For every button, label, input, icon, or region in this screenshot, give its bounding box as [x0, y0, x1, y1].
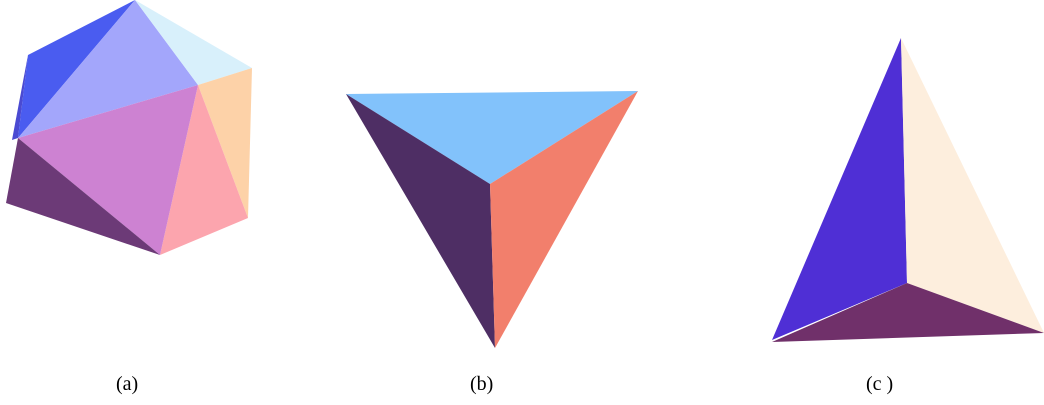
caption-b: (b) [470, 373, 494, 395]
face-a-right-peach [198, 68, 252, 218]
caption-a: (a) [116, 373, 139, 395]
face-c-right-cream [901, 38, 1044, 333]
face-c-left-indigo [772, 38, 907, 340]
face-a-left-edge [12, 55, 28, 140]
face-b-left-purple [346, 94, 495, 348]
polyhedron-c [772, 38, 1044, 342]
face-b-top-blue [346, 91, 638, 184]
polyhedron-b [346, 91, 638, 348]
face-a-center-orchid [18, 85, 198, 255]
face-c-base-plum [772, 283, 1044, 342]
polyhedron-a [6, 0, 252, 255]
face-b-right-salmon [490, 91, 638, 348]
face-a-lower-left-plum [6, 138, 160, 255]
face-a-top-right-light [135, 0, 252, 85]
caption-c: (c ) [866, 373, 894, 395]
face-a-top-lavender [18, 0, 198, 138]
face-a-lower-right-pink [160, 85, 248, 255]
